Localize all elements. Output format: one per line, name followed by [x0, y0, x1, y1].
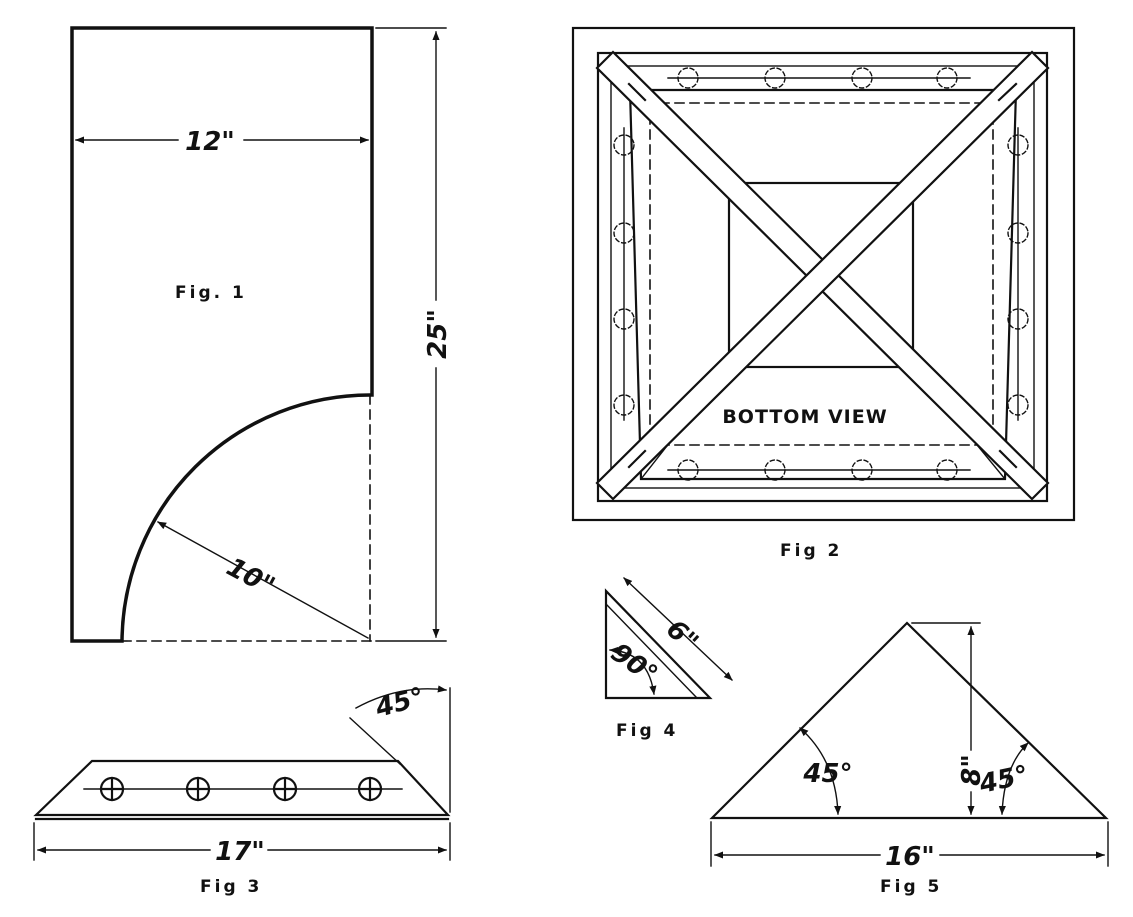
fig2-brace-b-cap-top — [997, 82, 1018, 102]
bolt-hole — [1007, 222, 1029, 244]
bolt-icon — [357, 776, 383, 802]
bolt-hole — [936, 67, 958, 89]
fig4-angle-label: 90° — [605, 638, 662, 691]
fig2-base-plate — [571, 26, 1076, 522]
bolt-hole — [613, 394, 635, 416]
fig2-brace-a-cap-bottom — [998, 449, 1018, 469]
fig1-outline — [70, 26, 374, 643]
bolt-hole — [677, 459, 699, 481]
fig4-angle-arc — [609, 646, 657, 695]
fig3-angle-arc — [355, 685, 447, 709]
fig5-base-label: 16" — [885, 842, 935, 872]
fig3-outline — [33, 759, 451, 817]
bolt-hole — [613, 308, 635, 330]
fig5-right-angle-arc — [998, 742, 1029, 815]
bolt-hole — [1007, 308, 1029, 330]
bolt-hole — [613, 222, 635, 244]
fig2-brace-b-cap-bottom — [627, 449, 647, 469]
fig4-side-dimension — [623, 577, 733, 681]
fig3-panel: 17" 45° Fig 3 — [33, 682, 451, 897]
fig2-view-label: Bottom View — [722, 406, 887, 428]
fig2-caption: Fig 2 — [780, 541, 842, 561]
fig1-width-label: 12" — [185, 127, 235, 157]
fig3-bolts — [99, 776, 383, 802]
bolt-icon — [272, 776, 298, 802]
fig2-frame-inner — [610, 65, 1035, 489]
fig5-left-angle-label: 45° — [802, 759, 852, 789]
fig3-caption: Fig 3 — [200, 877, 262, 897]
fig3-angle-ext-slope — [349, 717, 401, 765]
fig2-panel: Bottom View Fig 2 — [571, 26, 1076, 561]
fig3-length-label: 17" — [215, 837, 265, 867]
bolt-hole — [764, 459, 786, 481]
bolt-hole — [1007, 134, 1029, 156]
fig5-height-label: 8" — [957, 754, 987, 786]
fig1-height-label: 25" — [423, 309, 453, 359]
fig3-angle-label: 45° — [371, 682, 427, 724]
fig1-radius-line — [157, 521, 369, 639]
fig2-frame-outer — [596, 51, 1049, 503]
bolt-icon — [185, 776, 211, 802]
fig4-caption: Fig 4 — [616, 721, 678, 741]
bolt-hole — [677, 67, 699, 89]
fig1-caption: Fig. 1 — [175, 283, 247, 303]
fig4-panel: 6" 90° Fig 4 — [604, 577, 733, 741]
fig5-outline — [709, 621, 1109, 820]
bolt-hole — [764, 67, 786, 89]
fig5-panel: 8" 45° 45° 16" Fig 5 — [709, 621, 1109, 897]
fig5-left-angle-arc — [799, 727, 842, 815]
fig2-center-opening — [727, 181, 915, 369]
fig4-side-label: 6" — [660, 614, 704, 657]
bolt-hole — [851, 459, 873, 481]
bolt-hole — [851, 67, 873, 89]
fig5-caption: Fig 5 — [880, 877, 942, 897]
bolt-icon — [99, 776, 125, 802]
fig1-radius-label: 10" — [221, 552, 279, 602]
bolt-hole — [1007, 394, 1029, 416]
fig1-panel: 12" 25" 10" Fig. 1 — [70, 26, 453, 643]
fig2-diagonal-brace-b — [595, 50, 1050, 501]
fig2-bolt-holes — [613, 67, 1029, 481]
fig2-brace-a-cap-top — [627, 82, 647, 102]
bolt-hole — [936, 459, 958, 481]
bolt-hole — [613, 134, 635, 156]
